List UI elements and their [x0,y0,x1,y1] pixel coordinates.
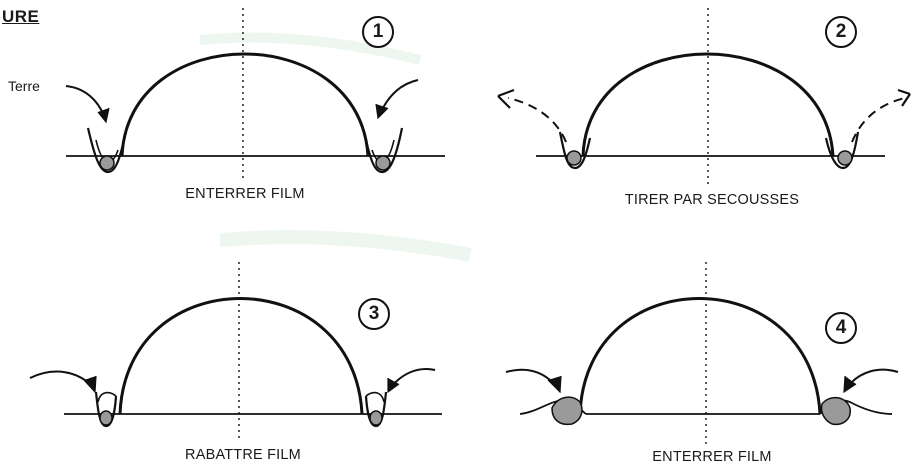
pull-arrow-left-head [498,90,514,108]
pull-arrow-left [508,98,566,142]
arrow-right-head [376,104,388,118]
tunnel-arch [580,299,820,415]
trench-right [826,132,858,168]
panel-3-drawing [30,262,442,440]
arrow-right [848,370,898,386]
panel-1-number: 1 [362,16,394,48]
soil-right [376,156,390,170]
soil-left [100,411,112,425]
arrow-left-head [548,376,561,392]
soil-right [838,151,852,165]
panel-4-drawing [506,262,898,445]
film-left-folded [98,393,116,402]
pull-arrow-right-head [898,90,910,106]
soil-mound-right [821,398,850,425]
arrow-left-head [84,376,96,392]
panel-1-drawing [66,8,445,178]
tunnel-arch [120,299,362,415]
soil-left [100,156,114,170]
soil-right [370,411,382,425]
arrow-left [30,372,92,386]
paper-smudges [200,38,470,256]
tunnel-arch [583,54,833,156]
panel-2-drawing [498,8,910,185]
panel-3-number: 3 [358,298,390,330]
trench-right [364,128,402,172]
trench-left [560,132,590,168]
arrow-right [392,369,435,386]
panel-2-caption: TIRER PAR SECOUSSES [624,192,800,208]
pull-arrow-right [852,98,905,142]
soil-left [567,151,581,165]
arrow-left [506,370,556,386]
panel-2-number: 2 [825,16,857,48]
soil-mound-left [552,397,582,424]
trench-left [88,128,126,172]
panel-3-caption: RABATTRE FILM [185,447,301,463]
heading: URE [2,7,40,26]
panel-1-caption: ENTERRER FILM [185,186,305,202]
film-right-folded [366,393,384,402]
panel-4-number: 4 [825,312,857,344]
arrow-right-head [844,376,856,392]
trench-left [96,392,116,426]
panel-4-caption: ENTERRER FILM [652,449,772,465]
terre-label: Terre [8,78,40,94]
trench-right [366,392,386,426]
arrow-right-head [388,378,399,392]
tunnel-arch [122,54,368,156]
arrow-left-head [98,108,109,122]
